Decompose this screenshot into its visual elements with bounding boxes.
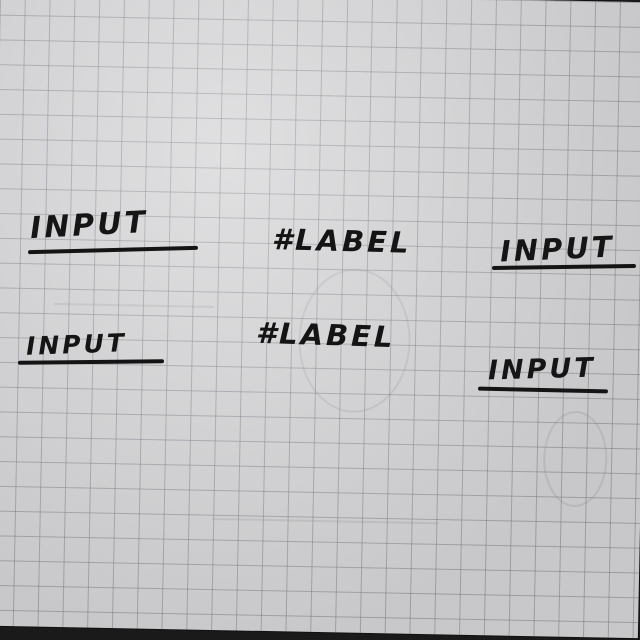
input-sketch-top-right: INPUT bbox=[499, 229, 616, 269]
input-sketch-bottom-left: INPUT bbox=[25, 328, 128, 361]
input-sketch-top-left: INPUT bbox=[29, 204, 149, 247]
label-text: #LABEL bbox=[271, 222, 412, 260]
label-sketch-bottom: #LABEL bbox=[255, 315, 396, 355]
input-label: INPUT bbox=[25, 328, 128, 361]
input-label: INPUT bbox=[29, 204, 149, 247]
faint-small-circle-shape bbox=[542, 410, 609, 508]
input-sketch-bottom-right: INPUT bbox=[487, 352, 597, 387]
label-text: #LABEL bbox=[255, 315, 396, 355]
faint-slider-line bbox=[212, 517, 439, 525]
faint-line-left bbox=[54, 302, 215, 308]
input-label: INPUT bbox=[499, 229, 616, 269]
label-sketch-top: #LABEL bbox=[271, 222, 412, 260]
input-label: INPUT bbox=[487, 352, 597, 387]
